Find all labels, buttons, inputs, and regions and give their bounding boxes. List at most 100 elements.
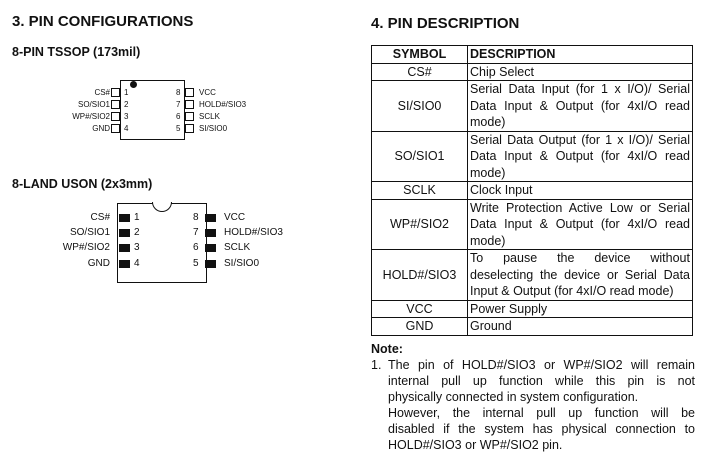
pin-symbol: GND: [371, 317, 468, 336]
table-header-row: SYMBOL DESCRIPTION: [371, 45, 693, 64]
tssop-pin-lead: [111, 124, 120, 133]
tssop-pin-number: 4: [124, 124, 129, 133]
uson-subtitle: 8-LAND USON (2x3mm): [12, 177, 153, 191]
description-line: deselecting the device or Serial Data: [470, 267, 690, 282]
note-line: The pin of HOLD#/SIO3 or WP#/SIO2 will r…: [388, 358, 695, 372]
note-body: The pin of HOLD#/SIO3 or WP#/SIO2 will r…: [388, 357, 695, 453]
uson-pin-name: SI/SIO0: [224, 258, 260, 269]
tssop-pin-name: SI/SIO0: [199, 124, 228, 133]
description-line: Power Supply: [470, 301, 548, 316]
uson-pin-pad: [205, 214, 216, 222]
tssop-pin-lead: [185, 124, 194, 133]
tssop-pin-number: 1: [124, 88, 129, 97]
pin-symbol: SCLK: [371, 181, 468, 200]
uson-pin-name: CS#: [90, 212, 110, 223]
tssop-pin-lead: [111, 88, 120, 97]
tssop-chip-body: [120, 80, 185, 140]
tssop-pin-name: WP#/SIO2: [72, 112, 110, 121]
description-line: Ground: [470, 319, 512, 333]
tssop-pin-lead: [111, 100, 120, 109]
table-row: VCC Power Supply: [371, 299, 693, 318]
tssop-pin-lead: [185, 88, 194, 97]
uson-pin-number: 5: [193, 258, 199, 269]
pin1-dot-icon: [130, 81, 137, 88]
note-line: disabled if the system has physical conn…: [388, 422, 695, 436]
note-line: physically connected in system configura…: [388, 390, 639, 404]
uson-chip-body: [117, 203, 207, 283]
pin-description: Chip Select: [467, 62, 693, 81]
pin-configurations-heading: 3. PIN CONFIGURATIONS: [12, 13, 194, 30]
description-column-header: DESCRIPTION: [467, 45, 693, 64]
table-row: SCLK Clock Input: [371, 181, 693, 200]
uson-pin-pad: [205, 260, 216, 268]
table-row: GND Ground: [371, 317, 693, 336]
description-line: Input & Output (for 4xI/O read mode): [470, 284, 674, 298]
table-row: WP#/SIO2 Write Protection Active Low or …: [371, 198, 693, 250]
uson-pin-pad: [205, 229, 216, 237]
note-line: HOLD#/SIO3 or WP#/SIO2 pin.: [388, 438, 563, 452]
pin-symbol: SI/SIO0: [371, 80, 468, 132]
pin-description: Clock Input: [467, 181, 693, 200]
table-row: HOLD#/SIO3 To pause the device without de…: [371, 249, 693, 301]
uson-pin-pad: [205, 244, 216, 252]
pin-description: To pause the device without deselecting t…: [467, 249, 693, 301]
uson-pin-pad: [119, 244, 130, 252]
note-number: 1.: [371, 358, 382, 372]
pin-description: Ground: [467, 317, 693, 336]
uson-pin-name: VCC: [224, 212, 246, 223]
tssop-pin-name: HOLD#/SIO3: [199, 100, 247, 109]
uson-pin-name: GND: [87, 258, 110, 269]
uson-pin-pad: [119, 214, 130, 222]
uson-pin-number: 4: [134, 258, 140, 269]
description-line: mode): [470, 115, 506, 129]
description-line: Data Input & Output (for 4xI/O read: [470, 98, 690, 113]
tssop-pin-number: 8: [176, 88, 181, 97]
uson-pin-number: 1: [134, 212, 140, 223]
uson-pin-number: 3: [134, 242, 140, 253]
tssop-pin-name: GND: [92, 124, 110, 133]
tssop-pin-lead: [111, 112, 120, 121]
note-title: Note:: [371, 342, 403, 356]
description-line: Serial Data Output (for 1 x I/O)/ Serial: [470, 132, 690, 147]
description-line: Serial Data Input (for 1 x I/O)/ Serial: [470, 82, 690, 96]
note-line: internal pull up function while this pin…: [388, 374, 695, 388]
tssop-pin-lead: [185, 100, 194, 109]
tssop-pin-name: SCLK: [199, 112, 220, 121]
tssop-pin-number: 2: [124, 100, 129, 109]
description-line: To pause the device without: [470, 251, 690, 265]
description-line: mode): [470, 233, 506, 248]
pin-symbol: SO/SIO1: [371, 130, 468, 182]
symbol-column-header: SYMBOL: [371, 45, 468, 64]
tssop-pin-number: 6: [176, 112, 181, 121]
tssop-pin-number: 5: [176, 124, 181, 133]
pin-description: Serial Data Output (for 1 x I/O)/ Serial…: [467, 130, 693, 182]
uson-pin-name: SCLK: [224, 242, 251, 253]
uson-pin-pad: [119, 260, 130, 268]
description-line: Chip Select: [470, 64, 534, 79]
tssop-pin-name: CS#: [94, 88, 110, 97]
uson-pin-name: HOLD#/SIO3: [224, 227, 283, 238]
table-row: SO/SIO1 Serial Data Output (for 1 x I/O)…: [371, 130, 693, 182]
table-row: CS# Chip Select: [371, 62, 693, 81]
tssop-pin-name: VCC: [199, 88, 216, 97]
description-line: Write Protection Active Low or Serial: [470, 200, 690, 215]
note-line: However, the internal pull up function w…: [388, 406, 695, 420]
tssop-pin-lead: [185, 112, 194, 121]
pin-symbol: VCC: [371, 299, 468, 318]
pin-description-heading: 4. PIN DESCRIPTION: [371, 15, 520, 32]
pin-description: Power Supply: [467, 299, 693, 318]
uson-pin-number: 8: [193, 212, 199, 223]
uson-pin-name: SO/SIO1: [69, 227, 110, 238]
uson-pin-pad: [119, 229, 130, 237]
table-row: SI/SIO0 Serial Data Input (for 1 x I/O)/…: [371, 80, 693, 132]
pin-symbol: WP#/SIO2: [371, 198, 468, 250]
uson-pin-number: 7: [193, 227, 199, 238]
tssop-pin-number: 7: [176, 100, 181, 109]
uson-pin-number: 2: [134, 227, 140, 238]
tssop-subtitle: 8-PIN TSSOP (173mil): [12, 45, 141, 59]
pin-symbol: HOLD#/SIO3: [371, 249, 468, 301]
pin-description-table: SYMBOL DESCRIPTION CS# Chip Select SI/SI…: [371, 45, 693, 336]
description-line: Data Input & Output (for 4xI/O read: [470, 217, 690, 231]
